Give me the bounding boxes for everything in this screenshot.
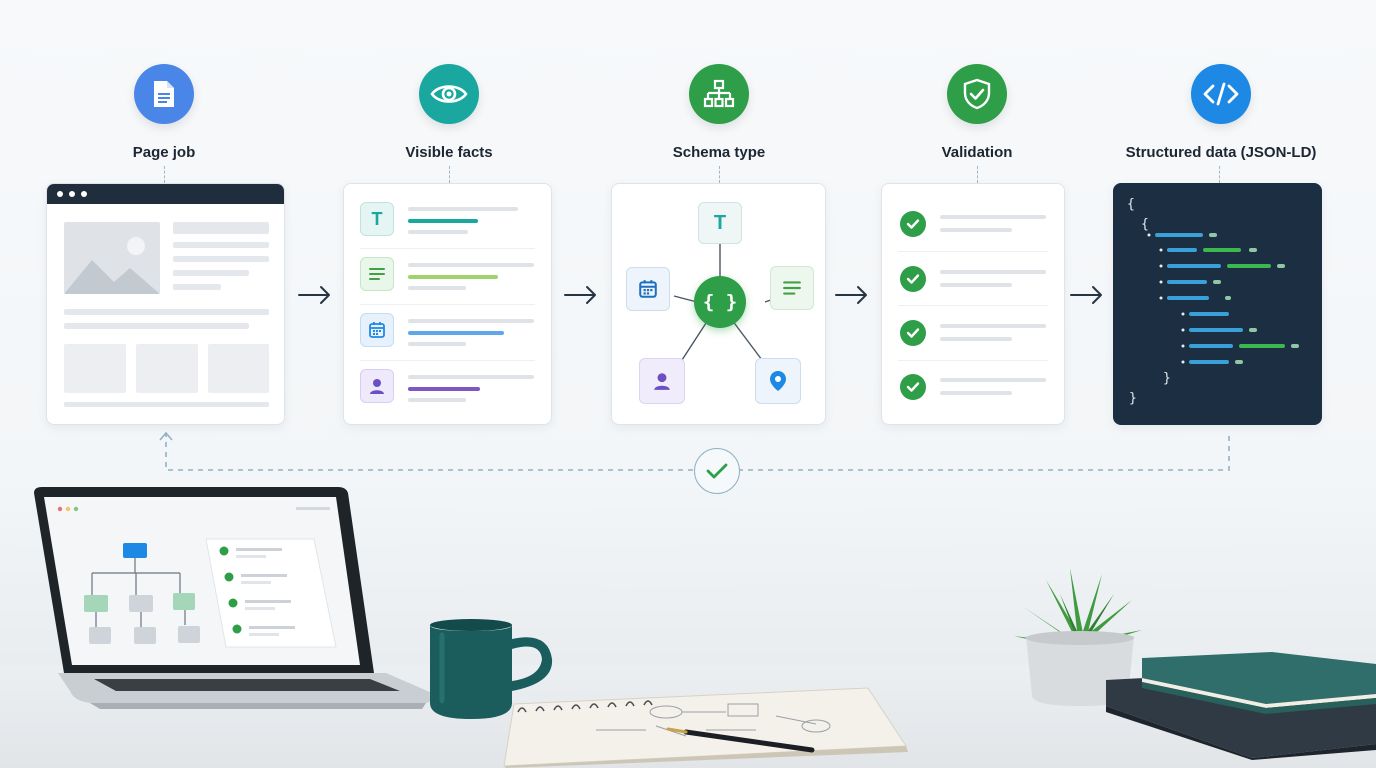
sketch-notebook [496,686,910,768]
divider [360,304,535,305]
arrow-right-icon [564,286,596,304]
stage-visible-facts: Visible facts [349,64,549,161]
connector-line [1219,166,1220,183]
book-stack [1102,646,1376,760]
stage-label: Structured data (JSON-LD) [1125,144,1317,161]
text-placeholder [173,256,269,262]
text-placeholder [173,222,269,234]
page-job-card [46,183,285,425]
connector-line [719,166,720,183]
block-placeholder [136,344,198,393]
stage-page-job: Page job [64,64,264,161]
browser-bar [47,184,284,204]
arrow-right-icon [835,286,867,304]
image-placeholder-icon [64,222,160,294]
arrow-right-icon [1070,286,1102,304]
stage-validation: Validation [877,64,1077,161]
eye-icon [419,64,479,124]
code-brace: } [1163,371,1171,386]
connector-line [164,166,165,183]
fact-row [360,313,535,369]
fact-row [360,369,535,424]
text-node-icon: T [698,202,742,244]
json-ld-code-card: { { } } [1113,183,1322,425]
divider [360,248,535,249]
text-icon: T [360,202,394,236]
divider [898,251,1048,252]
divider [898,360,1048,361]
stage-label: Visible facts [405,144,493,161]
text-placeholder [173,284,221,290]
stage-schema-type: Schema type [619,64,819,161]
code-lines [1147,233,1299,364]
code-icon [1191,64,1251,124]
coffee-mug [428,617,558,721]
lines-icon [360,257,394,291]
laptop [30,487,450,727]
block-placeholder [64,344,126,393]
person-node-icon [639,358,685,404]
hierarchy-icon [689,64,749,124]
location-node-icon [755,358,801,404]
stage-label: Validation [941,144,1013,161]
connector-line [977,166,978,183]
code-brace: } [1129,391,1137,406]
fact-row: T [360,202,535,258]
potted-plant [1010,560,1150,708]
block-placeholder [208,344,269,393]
check-icon [900,266,926,292]
divider [360,360,535,361]
text-placeholder [64,309,269,315]
visible-facts-card: T [343,183,552,425]
person-icon [360,369,394,403]
text-placeholder [64,402,269,407]
calendar-node-icon [626,267,670,311]
document-icon [134,64,194,124]
text-placeholder [173,270,249,276]
shield-check-icon [947,64,1007,124]
check-icon [900,374,926,400]
fact-row [360,257,535,313]
schema-center-node: { } [694,276,746,328]
text-placeholder [173,242,269,248]
stage-label: Page job [132,144,196,161]
text-placeholder [64,323,249,329]
stage-structured-data: Structured data (JSON-LD) [1116,64,1326,161]
code-brace: { [1127,197,1135,212]
validation-card [881,183,1065,425]
lines-node-icon [770,266,814,310]
connector-line [449,166,450,183]
loop-check-icon [694,448,740,494]
schema-type-card: { } T [611,183,826,425]
code-brace: { [1141,217,1149,232]
divider [898,305,1048,306]
check-icon [900,320,926,346]
check-icon [900,211,926,237]
stage-label: Schema type [672,144,766,161]
calendar-icon [360,313,394,347]
arrow-right-icon [298,286,330,304]
feedback-loop [159,431,1230,471]
